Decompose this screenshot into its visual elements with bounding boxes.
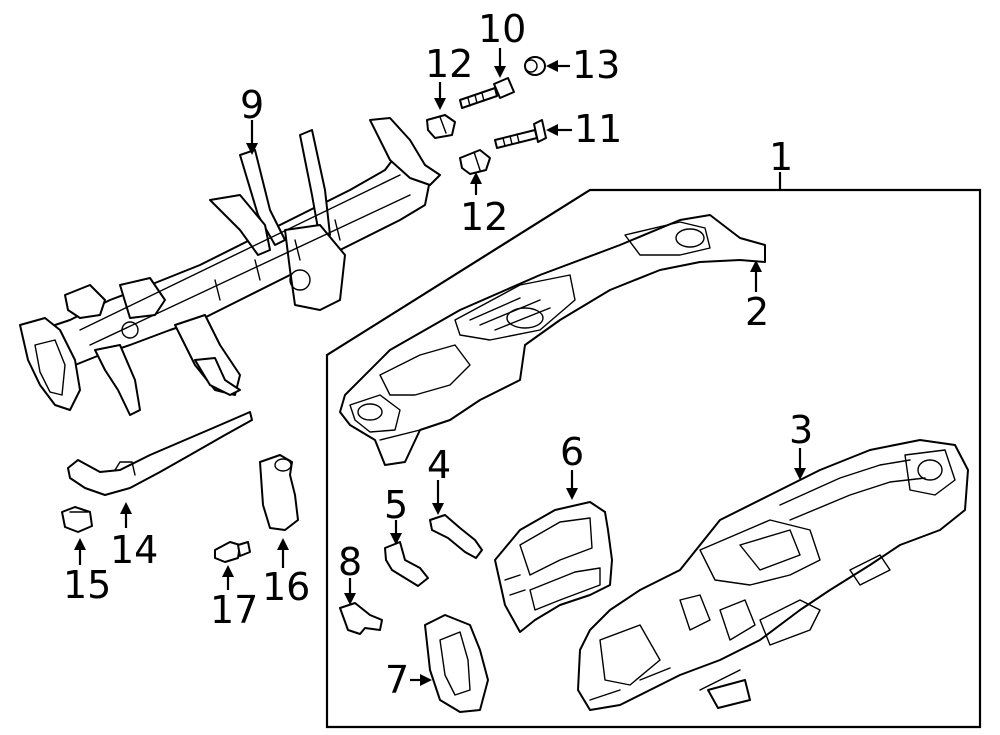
callout-5: 5 — [384, 483, 408, 527]
part-cap-13 — [524, 56, 546, 76]
callout-16: 16 — [262, 565, 310, 609]
part-dash-carrier — [577, 439, 969, 711]
part-duct-6 — [494, 501, 613, 633]
part-upper-dash-panel — [339, 214, 766, 466]
callout-15: 15 — [63, 563, 111, 607]
callout-4: 4 — [427, 443, 451, 487]
callout-9: 9 — [240, 83, 264, 127]
part-bolt-10 — [459, 77, 515, 109]
part-cross-car-beam — [19, 117, 441, 416]
assembly-frame — [325, 188, 982, 729]
part-bolt-17 — [214, 541, 251, 563]
part-bracket-8 — [339, 602, 383, 635]
callout-13: 13 — [572, 43, 620, 87]
part-bolt-15 — [61, 506, 93, 533]
part-trim-14 — [67, 411, 253, 496]
callout-10: 10 — [478, 7, 526, 51]
callout-labels: 1 2 3 4 5 6 7 8 9 10 11 12 12 13 14 15 1… — [63, 7, 813, 702]
callout-1: 1 — [769, 135, 793, 179]
callout-6: 6 — [560, 430, 584, 474]
leader-lines — [74, 48, 806, 686]
part-bracket-7 — [424, 614, 489, 713]
part-bracket-5 — [384, 541, 429, 587]
callout-12-upper: 12 — [425, 42, 473, 86]
part-clip-12-lower — [459, 149, 491, 175]
part-bracket-4 — [429, 514, 483, 559]
callout-7: 7 — [385, 658, 409, 702]
callout-12-lower: 12 — [460, 195, 508, 239]
part-bolt-11 — [494, 119, 547, 149]
part-bracket-16 — [259, 454, 299, 531]
callout-11: 11 — [574, 107, 622, 151]
callout-17: 17 — [210, 588, 258, 632]
callout-14: 14 — [110, 528, 158, 572]
callout-3: 3 — [789, 408, 813, 452]
callout-8: 8 — [338, 540, 362, 584]
part-clip-12-upper — [426, 114, 456, 139]
callout-2: 2 — [745, 290, 769, 334]
